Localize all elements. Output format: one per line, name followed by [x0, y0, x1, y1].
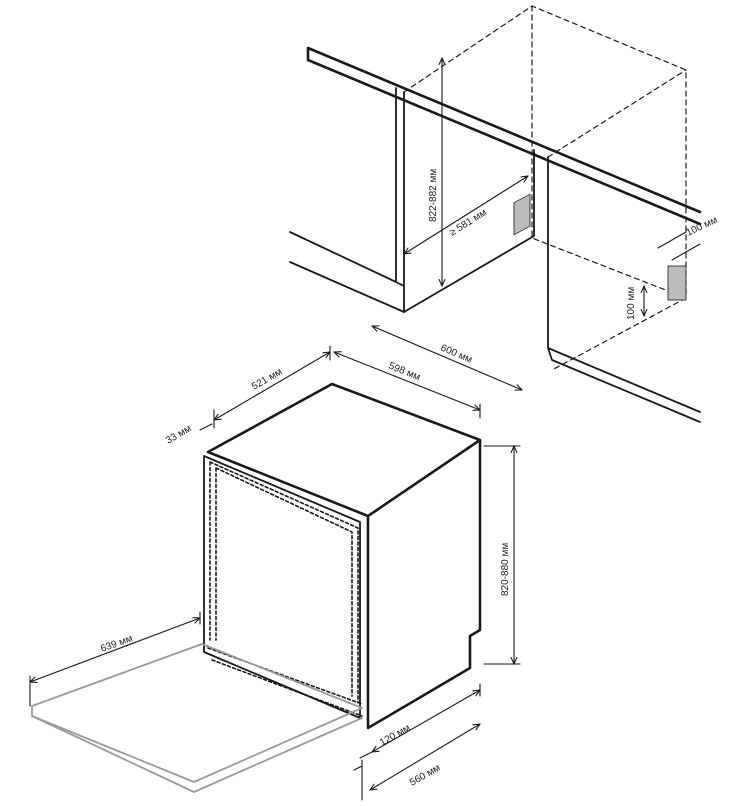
niche-height-label: 822-882 мм: [428, 169, 439, 222]
door-dashed-outline: [209, 461, 359, 703]
niche: [289, 5, 702, 423]
door-panel: [203, 455, 361, 719]
niche-floor: [403, 235, 535, 313]
plinth-height-label: 120 мм: [378, 722, 412, 748]
socket-height-label: 100 мм: [626, 287, 637, 320]
socket-offset-label: 100 мм: [685, 215, 720, 239]
appliance-height-label: 820-880 мм: [500, 543, 511, 596]
right-cabinet: [533, 149, 701, 423]
door-thickness-label: 33 мм: [164, 423, 194, 446]
plinth-dashed: [207, 647, 363, 717]
appliance-body: [206, 382, 482, 730]
countertop: [306, 46, 702, 226]
appliance: [30, 345, 521, 801]
left-cabinet: [289, 87, 405, 313]
door-open-depth-label: 639 мм: [99, 633, 134, 655]
socket-outer: [667, 265, 687, 301]
clearance-box: [403, 5, 687, 371]
opened-door: [31, 643, 363, 793]
base-depth-label: 560 мм: [408, 762, 442, 788]
socket-inner: [513, 193, 531, 236]
